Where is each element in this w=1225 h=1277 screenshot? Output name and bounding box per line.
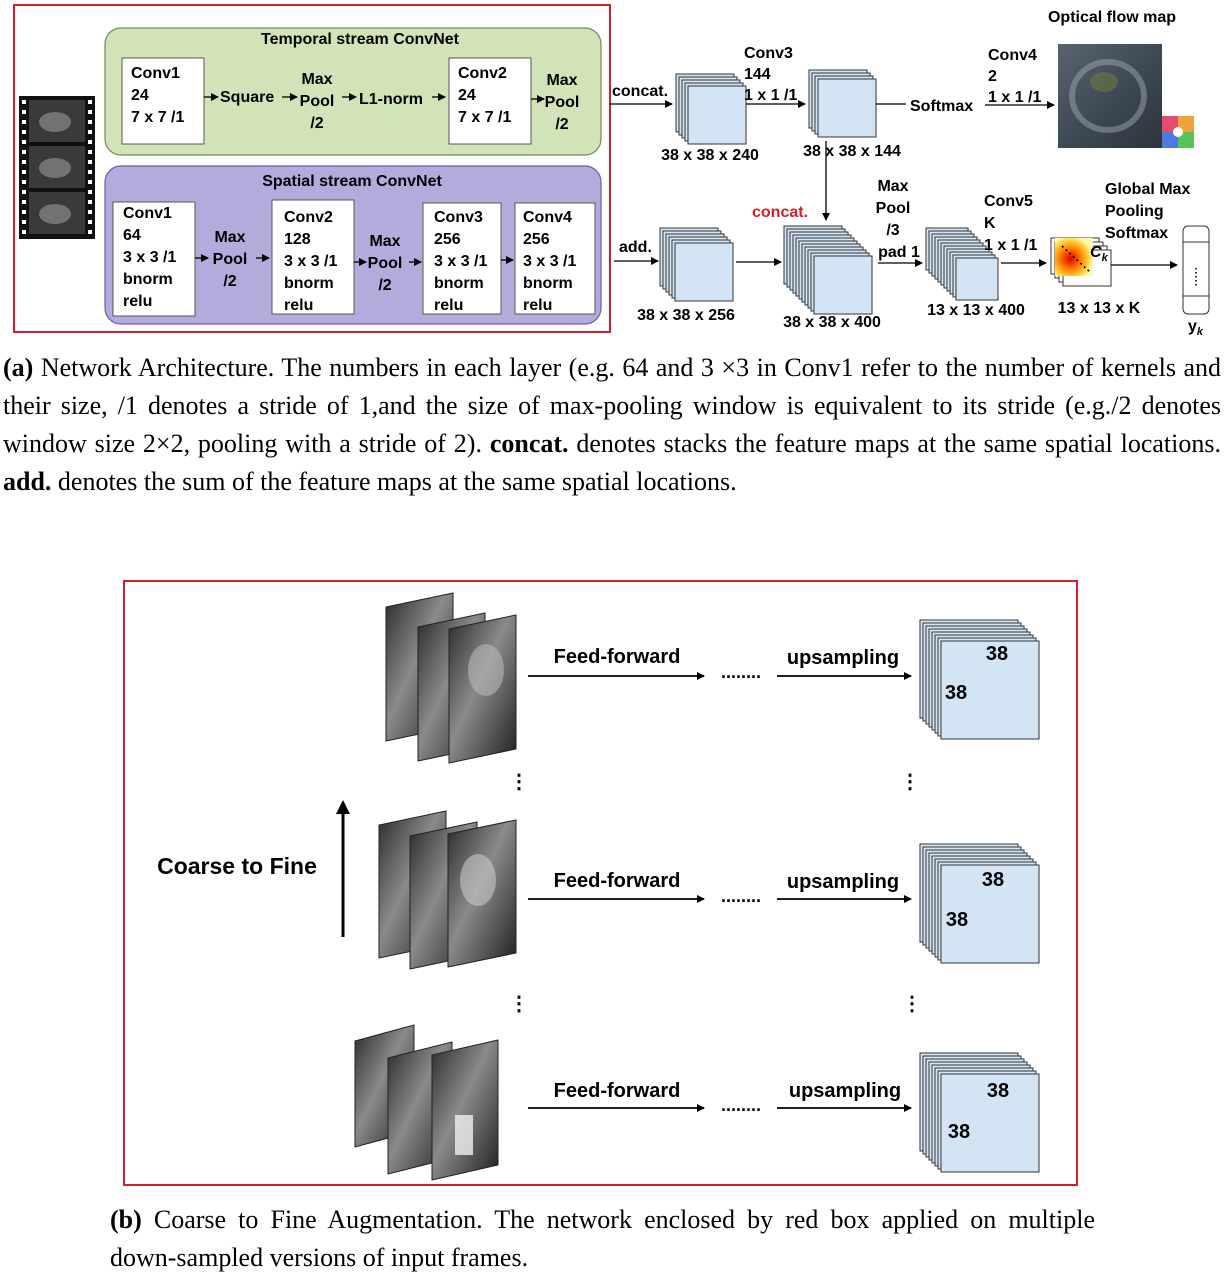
optical-flow-title: Optical flow map (1048, 9, 1176, 26)
frames-medium (378, 810, 517, 970)
frames-fine (385, 592, 517, 764)
width-label-1: 38 (986, 643, 1008, 665)
upsampling-label-1: upsampling (787, 647, 899, 669)
height-label-2: 38 (946, 909, 968, 931)
upsampled-stack-1 (919, 619, 1040, 740)
featmap-400 (783, 225, 873, 315)
upsampling-label-2: upsampling (787, 871, 899, 893)
softmax-label: Softmax (910, 98, 973, 115)
upsampled-stack-2 (919, 843, 1040, 964)
part-b-red-box (123, 580, 1078, 1186)
coarse-to-fine-label: Coarse to Fine (157, 853, 317, 879)
spatial-stream-title: Spatial stream ConvNet (262, 173, 442, 190)
feed-forward-label-3: Feed-forward (554, 1080, 681, 1102)
upsampled-stack-3 (919, 1052, 1040, 1173)
vdots-left-1: ⋮ (509, 771, 529, 793)
caption-b: (b) Coarse to Fine Augmentation. The net… (110, 1201, 1095, 1277)
featmap-256 (659, 227, 734, 302)
yk-label: yk (1188, 318, 1204, 338)
caption-a-text1: Network Architecture. The numbers in eac… (3, 353, 1221, 458)
temporal-l1norm-label: L1-norm (359, 91, 423, 108)
caption-a-label: (a) (3, 353, 34, 382)
vdots-right-1: ⋮ (900, 771, 920, 793)
class-heatmaps (1050, 237, 1112, 287)
feed-forward-label-2: Feed-forward (554, 870, 681, 892)
size-13-k-label: 13 x 13 x K (1058, 300, 1141, 317)
network-red-box (13, 4, 611, 333)
film-strip-icon (19, 96, 95, 239)
concat-red-label: concat. (752, 204, 808, 221)
caption-a-text2: denotes stacks the feature maps at the s… (568, 429, 1221, 458)
temporal-conv1-box (121, 57, 205, 145)
caption-b-label: (b) (110, 1205, 142, 1234)
featmap-13-400 (925, 227, 999, 301)
size-144-label: 38 x 38 x 144 (803, 143, 901, 160)
caption-a-text3: denotes the sum of the feature maps at t… (51, 467, 737, 496)
size-400-label: 38 x 38 x 400 (783, 314, 881, 331)
size-256-label: 38 x 38 x 256 (637, 307, 735, 324)
upsampling-label-3: upsampling (789, 1080, 901, 1102)
featmap-144 (808, 69, 877, 138)
spatial-conv3-box (422, 202, 502, 315)
dots-label-1: ........ (721, 662, 761, 682)
caption-b-text: Coarse to Fine Augmentation. The network… (110, 1205, 1095, 1272)
spatial-conv1-box (112, 201, 196, 317)
caption-a-add: add. (3, 467, 52, 496)
add-label: add. (619, 239, 652, 256)
output-vector (1182, 225, 1210, 315)
width-label-3: 38 (987, 1080, 1009, 1102)
height-label-1: 38 (945, 682, 967, 704)
frames-coarse (354, 1024, 499, 1181)
size-13-400-label: 13 x 13 x 400 (927, 302, 1025, 319)
height-label-3: 38 (948, 1121, 970, 1143)
concat-label: concat. (612, 83, 668, 100)
optical-flow-map-image (1058, 44, 1194, 148)
width-label-2: 38 (982, 869, 1004, 891)
size-240-label: 38 x 38 x 240 (661, 147, 759, 164)
dots-label-3: ........ (721, 1095, 761, 1115)
feed-forward-label-1: Feed-forward (554, 646, 681, 668)
temporal-stream-title: Temporal stream ConvNet (261, 31, 460, 48)
caption-a-concat: concat. (489, 429, 569, 458)
temporal-conv2-box (448, 57, 532, 145)
ck-label: Ck (1090, 244, 1109, 264)
featmap-240 (675, 73, 747, 145)
vdots-right-2: ⋮ (902, 993, 922, 1015)
caption-a: (a) Network Architecture. The numbers in… (3, 349, 1221, 501)
temporal-square-label: Square (220, 89, 274, 106)
spatial-conv4-box (514, 202, 596, 315)
spatial-conv2-box (271, 199, 355, 315)
dots-label-2: ........ (721, 886, 761, 906)
vdots-left-2: ⋮ (509, 993, 529, 1015)
